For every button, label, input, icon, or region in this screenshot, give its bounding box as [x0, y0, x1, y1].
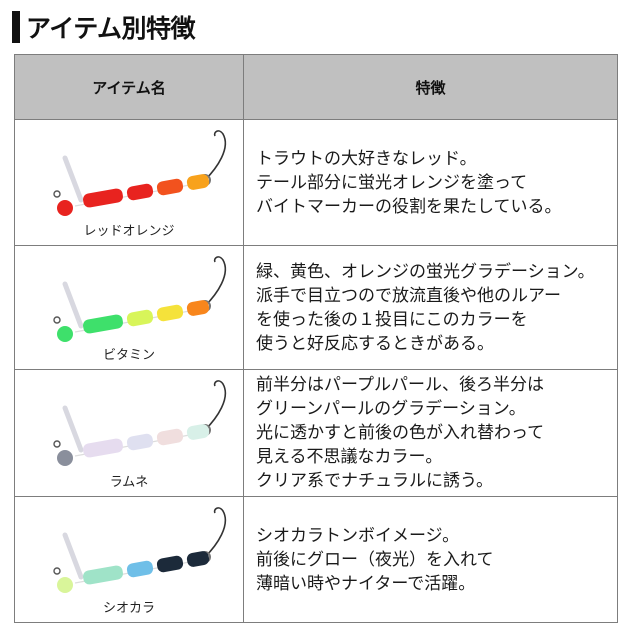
- table-row: シオカラ シオカラトンボイメージ。前後にグロー（夜光）を入れて薄暗い時やナイターで…: [14, 496, 618, 623]
- item-cell: ラムネ: [14, 369, 244, 497]
- feature-text-line: 薄暗い時やナイターで活躍。: [256, 573, 476, 594]
- feature-text-line: シオカラトンボイメージ。: [256, 525, 460, 546]
- item-name-label: シオカラ: [102, 601, 155, 616]
- section-heading: アイテム別特徴: [12, 10, 196, 44]
- column-header-item-name: アイテム名: [14, 54, 244, 120]
- feature-text-line: 使うと好反応するときがある。: [256, 333, 494, 354]
- feature-text-line: テール部分に蛍光オレンジを塗って: [256, 172, 528, 193]
- table-row: ビタミン 緑、黄色、オレンジの蛍光グラデーション。派手で目立つので放流直後や他のル…: [14, 245, 618, 370]
- features-cell: シオカラトンボイメージ。前後にグロー（夜光）を入れて薄暗い時やナイターで活躍。: [243, 496, 618, 623]
- item-name-label: ビタミン: [102, 348, 155, 363]
- feature-text-line: トラウトの大好きなレッド。: [256, 148, 477, 169]
- item-name-label: ラムネ: [109, 475, 149, 490]
- features-cell: 緑、黄色、オレンジの蛍光グラデーション。派手で目立つので放流直後や他のルアーを使…: [243, 245, 618, 370]
- feature-text-line: 見える不思議なカラー。: [256, 447, 443, 467]
- table-header-row: アイテム名 特徴: [14, 54, 618, 120]
- table-row: レッドオレンジ トラウトの大好きなレッド。テール部分に蛍光オレンジを塗ってバイトマ…: [14, 119, 618, 246]
- table-row: ラムネ 前半分はパープルパール、後ろ半分はグリーンパールのグラデーション。光に透か…: [14, 369, 618, 497]
- item-cell: レッドオレンジ: [14, 119, 244, 246]
- feature-text-line: 前半分はパープルパール、後ろ半分は: [256, 375, 544, 395]
- page-title: アイテム別特徴: [26, 14, 196, 43]
- features-cell: トラウトの大好きなレッド。テール部分に蛍光オレンジを塗ってバイトマーカーの役割を…: [243, 119, 618, 246]
- feature-text-line: 前後にグロー（夜光）を入れて: [256, 549, 494, 570]
- lure-image-icon: [53, 507, 227, 593]
- features-cell: 前半分はパープルパール、後ろ半分はグリーンパールのグラデーション。光に透かすと前…: [243, 369, 618, 497]
- feature-text-line: バイトマーカーの役割を果たしている。: [256, 196, 562, 217]
- feature-text-line: 派手で目立つので放流直後や他のルアー: [256, 285, 561, 306]
- item-features-table: アイテム名 特徴 レッドオレンジ トラウトの大好きなレッド。テール部分に蛍光オレン…: [14, 54, 618, 623]
- feature-text-line: 緑、黄色、オレンジの蛍光グラデーション。: [256, 261, 595, 282]
- lure-image-icon: [53, 256, 227, 342]
- feature-text-line: を使った後の１投目にこのカラーを: [256, 309, 528, 330]
- feature-text-line: グリーンパールのグラデーション。: [256, 399, 526, 419]
- column-header-features: 特徴: [243, 54, 618, 120]
- lure-image-icon: [53, 130, 227, 216]
- feature-text-line: 光に透かすと前後の色が入れ替わって: [256, 423, 545, 443]
- heading-accent-bar: [12, 11, 20, 43]
- item-cell: シオカラ: [14, 496, 244, 623]
- item-name-label: レッドオレンジ: [83, 224, 175, 239]
- lure-image-icon: [53, 380, 227, 466]
- feature-text-line: クリア系でナチュラルに誘う。: [256, 471, 493, 491]
- item-cell: ビタミン: [14, 245, 244, 370]
